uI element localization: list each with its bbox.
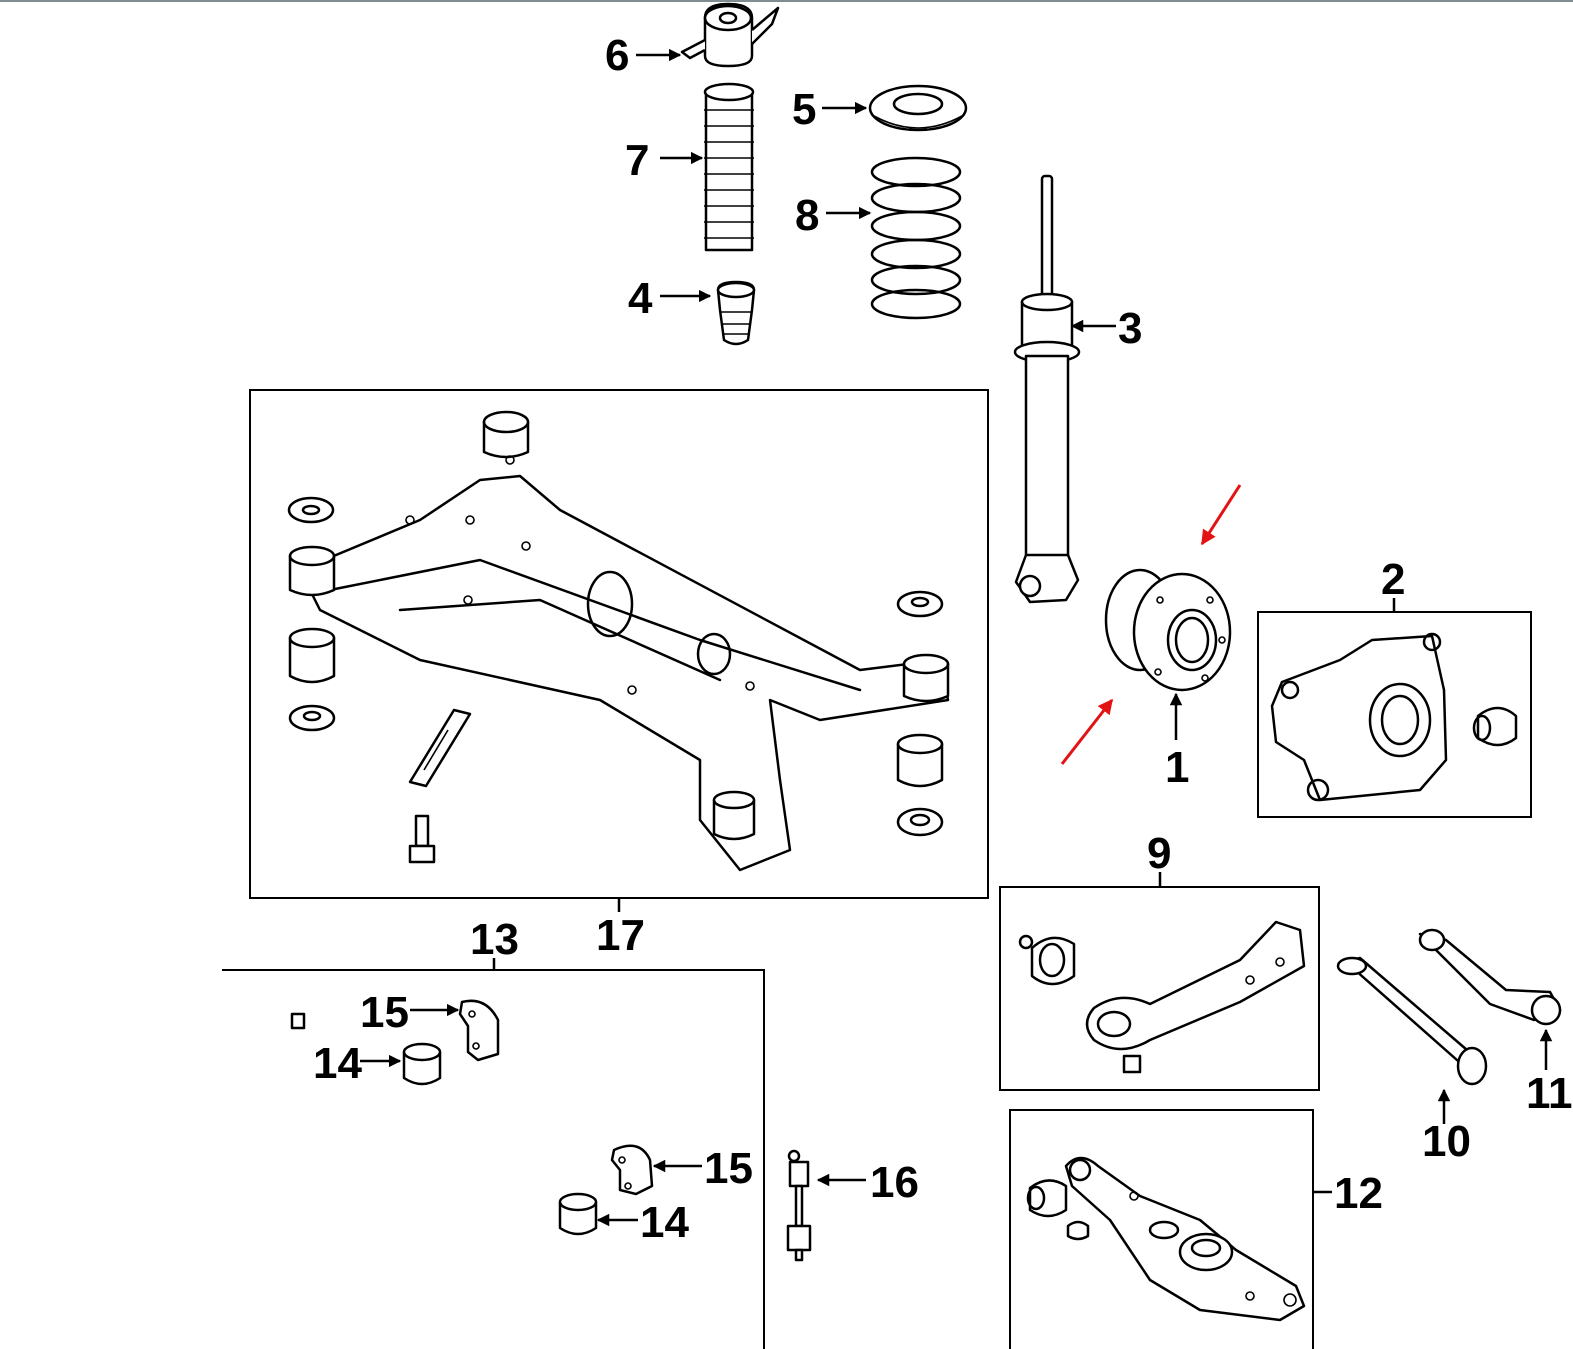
trailing-link-part-10 <box>1336 956 1488 1086</box>
dust-boot-part-7 <box>703 82 755 252</box>
callout-2: 2 <box>1381 555 1405 604</box>
highlight-arrow-upper <box>1200 484 1242 546</box>
callout-1: 1 <box>1165 743 1189 792</box>
callout-5: 5 <box>792 85 816 134</box>
callout-6: 6 <box>605 31 629 80</box>
bracket-part-15-lower <box>610 1144 654 1196</box>
callout-11: 11 <box>1526 1069 1573 1118</box>
callout-15a: 15 <box>360 988 409 1037</box>
lower-arm-part-12 <box>1026 1156 1306 1322</box>
spring-seat-part-5 <box>868 84 968 132</box>
callout-3: 3 <box>1118 304 1142 353</box>
stabilizer-bar-part-13 <box>230 1012 743 1313</box>
callout-13: 13 <box>470 915 519 964</box>
lower-arm-box <box>1009 1109 1314 1349</box>
bushing-part-14-lower <box>558 1192 598 1236</box>
callout-12: 12 <box>1334 1169 1383 1218</box>
callout-7: 7 <box>625 136 649 185</box>
upper-arm-part-9 <box>1018 920 1306 1074</box>
callout-4: 4 <box>628 274 653 323</box>
coil-spring-part-8 <box>870 156 962 320</box>
highlight-arrow-lower <box>1060 698 1114 765</box>
knuckle-part-2 <box>1270 632 1518 802</box>
bump-stop-part-4 <box>716 280 756 346</box>
subframe-part-17 <box>287 410 950 872</box>
callout-14b: 14 <box>640 1198 689 1247</box>
callout-16: 16 <box>870 1158 919 1207</box>
shock-absorber-part-3 <box>1013 174 1081 604</box>
upper-arm-box <box>999 886 1320 1091</box>
callout-9: 9 <box>1147 829 1171 878</box>
callout-8: 8 <box>795 191 819 240</box>
upper-mount-part-6 <box>680 2 780 68</box>
callout-10: 10 <box>1422 1117 1471 1166</box>
window-top-border <box>0 0 1573 2</box>
bushing-part-14-upper <box>402 1042 442 1086</box>
stabilizer-box <box>222 969 765 1349</box>
bracket-part-15-upper <box>458 999 500 1062</box>
callout-17: 17 <box>596 911 645 960</box>
callout-15b: 15 <box>704 1144 753 1193</box>
lateral-link-part-11 <box>1418 928 1562 1026</box>
callout-14a: 14 <box>313 1039 362 1088</box>
wheel-hub-part-1 <box>1104 568 1232 692</box>
stabilizer-link-part-16 <box>786 1149 812 1262</box>
